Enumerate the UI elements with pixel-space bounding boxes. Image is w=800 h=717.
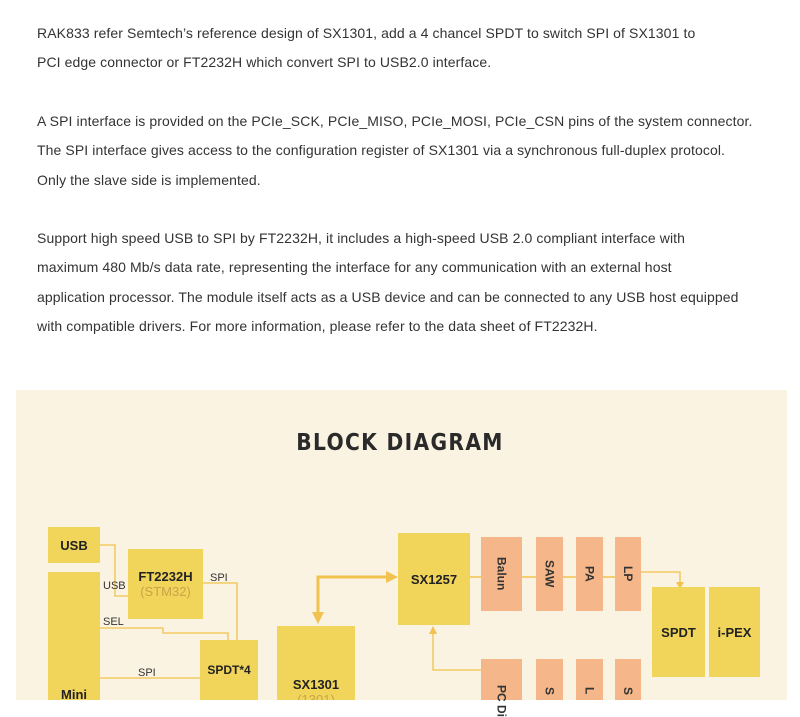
sel-label: SEL (103, 616, 124, 628)
sx1301-sublabel: (1301) (297, 692, 335, 700)
paragraph-line: RAK833 refer Semtech’s reference design … (37, 25, 696, 41)
spi-interface-paragraph: A SPI interface is provided on the PCIe_… (37, 107, 777, 195)
pa-label: PA (582, 566, 597, 582)
usb-to-ft2232h-line (100, 544, 128, 597)
usb-spi-paragraph: Support high speed USB to SPI by FT2232H… (37, 224, 777, 341)
ft2232h-spi-line (203, 582, 238, 640)
diagram-connectors (100, 544, 684, 679)
pa-block: PA (576, 537, 603, 611)
intro-paragraph: RAK833 refer Semtech’s reference design … (37, 19, 777, 78)
mini-spi-label: SPI (138, 667, 156, 679)
sx1257-rx-line (432, 630, 481, 671)
paragraph-line: The SPI interface gives access to the co… (37, 142, 726, 159)
mini-pcie-block: Mini (48, 572, 100, 702)
s1-block: S (536, 659, 563, 700)
sx1257-rx-arrowhead (429, 626, 437, 634)
sel-line (100, 627, 229, 640)
spdt-block: SPDT (652, 587, 705, 677)
ipex-block: i-PEX (709, 587, 760, 677)
lp-block: LP (615, 537, 641, 611)
sx1301-arrowhead-down (312, 612, 324, 624)
usb-link-label: USB (103, 580, 126, 592)
usb-block: USB (48, 527, 100, 563)
sx1257-arrowhead-right (386, 571, 398, 583)
paragraph-line: A SPI interface is provided on the PCIe_… (37, 113, 753, 129)
ft2232h-label: FT2232H (138, 569, 193, 584)
mini-label: Mini (61, 687, 87, 702)
lp-spdt-arrowhead (676, 582, 684, 589)
balun-label: Balun (494, 557, 509, 591)
s2-block: S (615, 659, 641, 700)
paragraph-line: PCI edge connector or FT2232H which conv… (37, 54, 492, 71)
s2-label: S (621, 687, 635, 696)
sx1301-block: SX1301 (1301) (277, 626, 355, 700)
pcie-div-label: PC Di (494, 685, 509, 717)
paragraph-line: Only the slave side is implemented. (37, 171, 261, 188)
saw-label: SAW (542, 560, 557, 588)
sx1257-block: SX1257 (398, 533, 470, 625)
lp-label: LP (621, 566, 635, 582)
s1-label: S (542, 687, 557, 696)
spdt4-block: SPDT*4 (200, 640, 258, 700)
lp-to-spdt-line (641, 571, 681, 587)
paragraph-line: application processor. The module itself… (37, 288, 739, 305)
block-diagram-title: BLOCK DIAGRAM (296, 430, 504, 456)
ft2232h-sublabel: (STM32) (140, 584, 191, 599)
paragraph-line: Support high speed USB to SPI by FT2232H… (37, 230, 686, 246)
balun-block: Balun (481, 537, 522, 611)
l1-block: L (576, 659, 603, 700)
spi-link-label: SPI (210, 572, 228, 584)
l1-label: L (582, 687, 597, 695)
paragraph-line: with compatible drivers. For more inform… (37, 317, 598, 334)
paragraph-line: maximum 480 Mb/s data rate, representing… (37, 259, 672, 276)
sx1301-label: SX1301 (292, 677, 340, 692)
saw-block: SAW (536, 537, 563, 611)
ft2232h-block: FT2232H (STM32) (128, 549, 203, 619)
sx1301-to-sx1257-arrow (316, 575, 388, 617)
pcie-div-block: PC Di (481, 659, 522, 717)
